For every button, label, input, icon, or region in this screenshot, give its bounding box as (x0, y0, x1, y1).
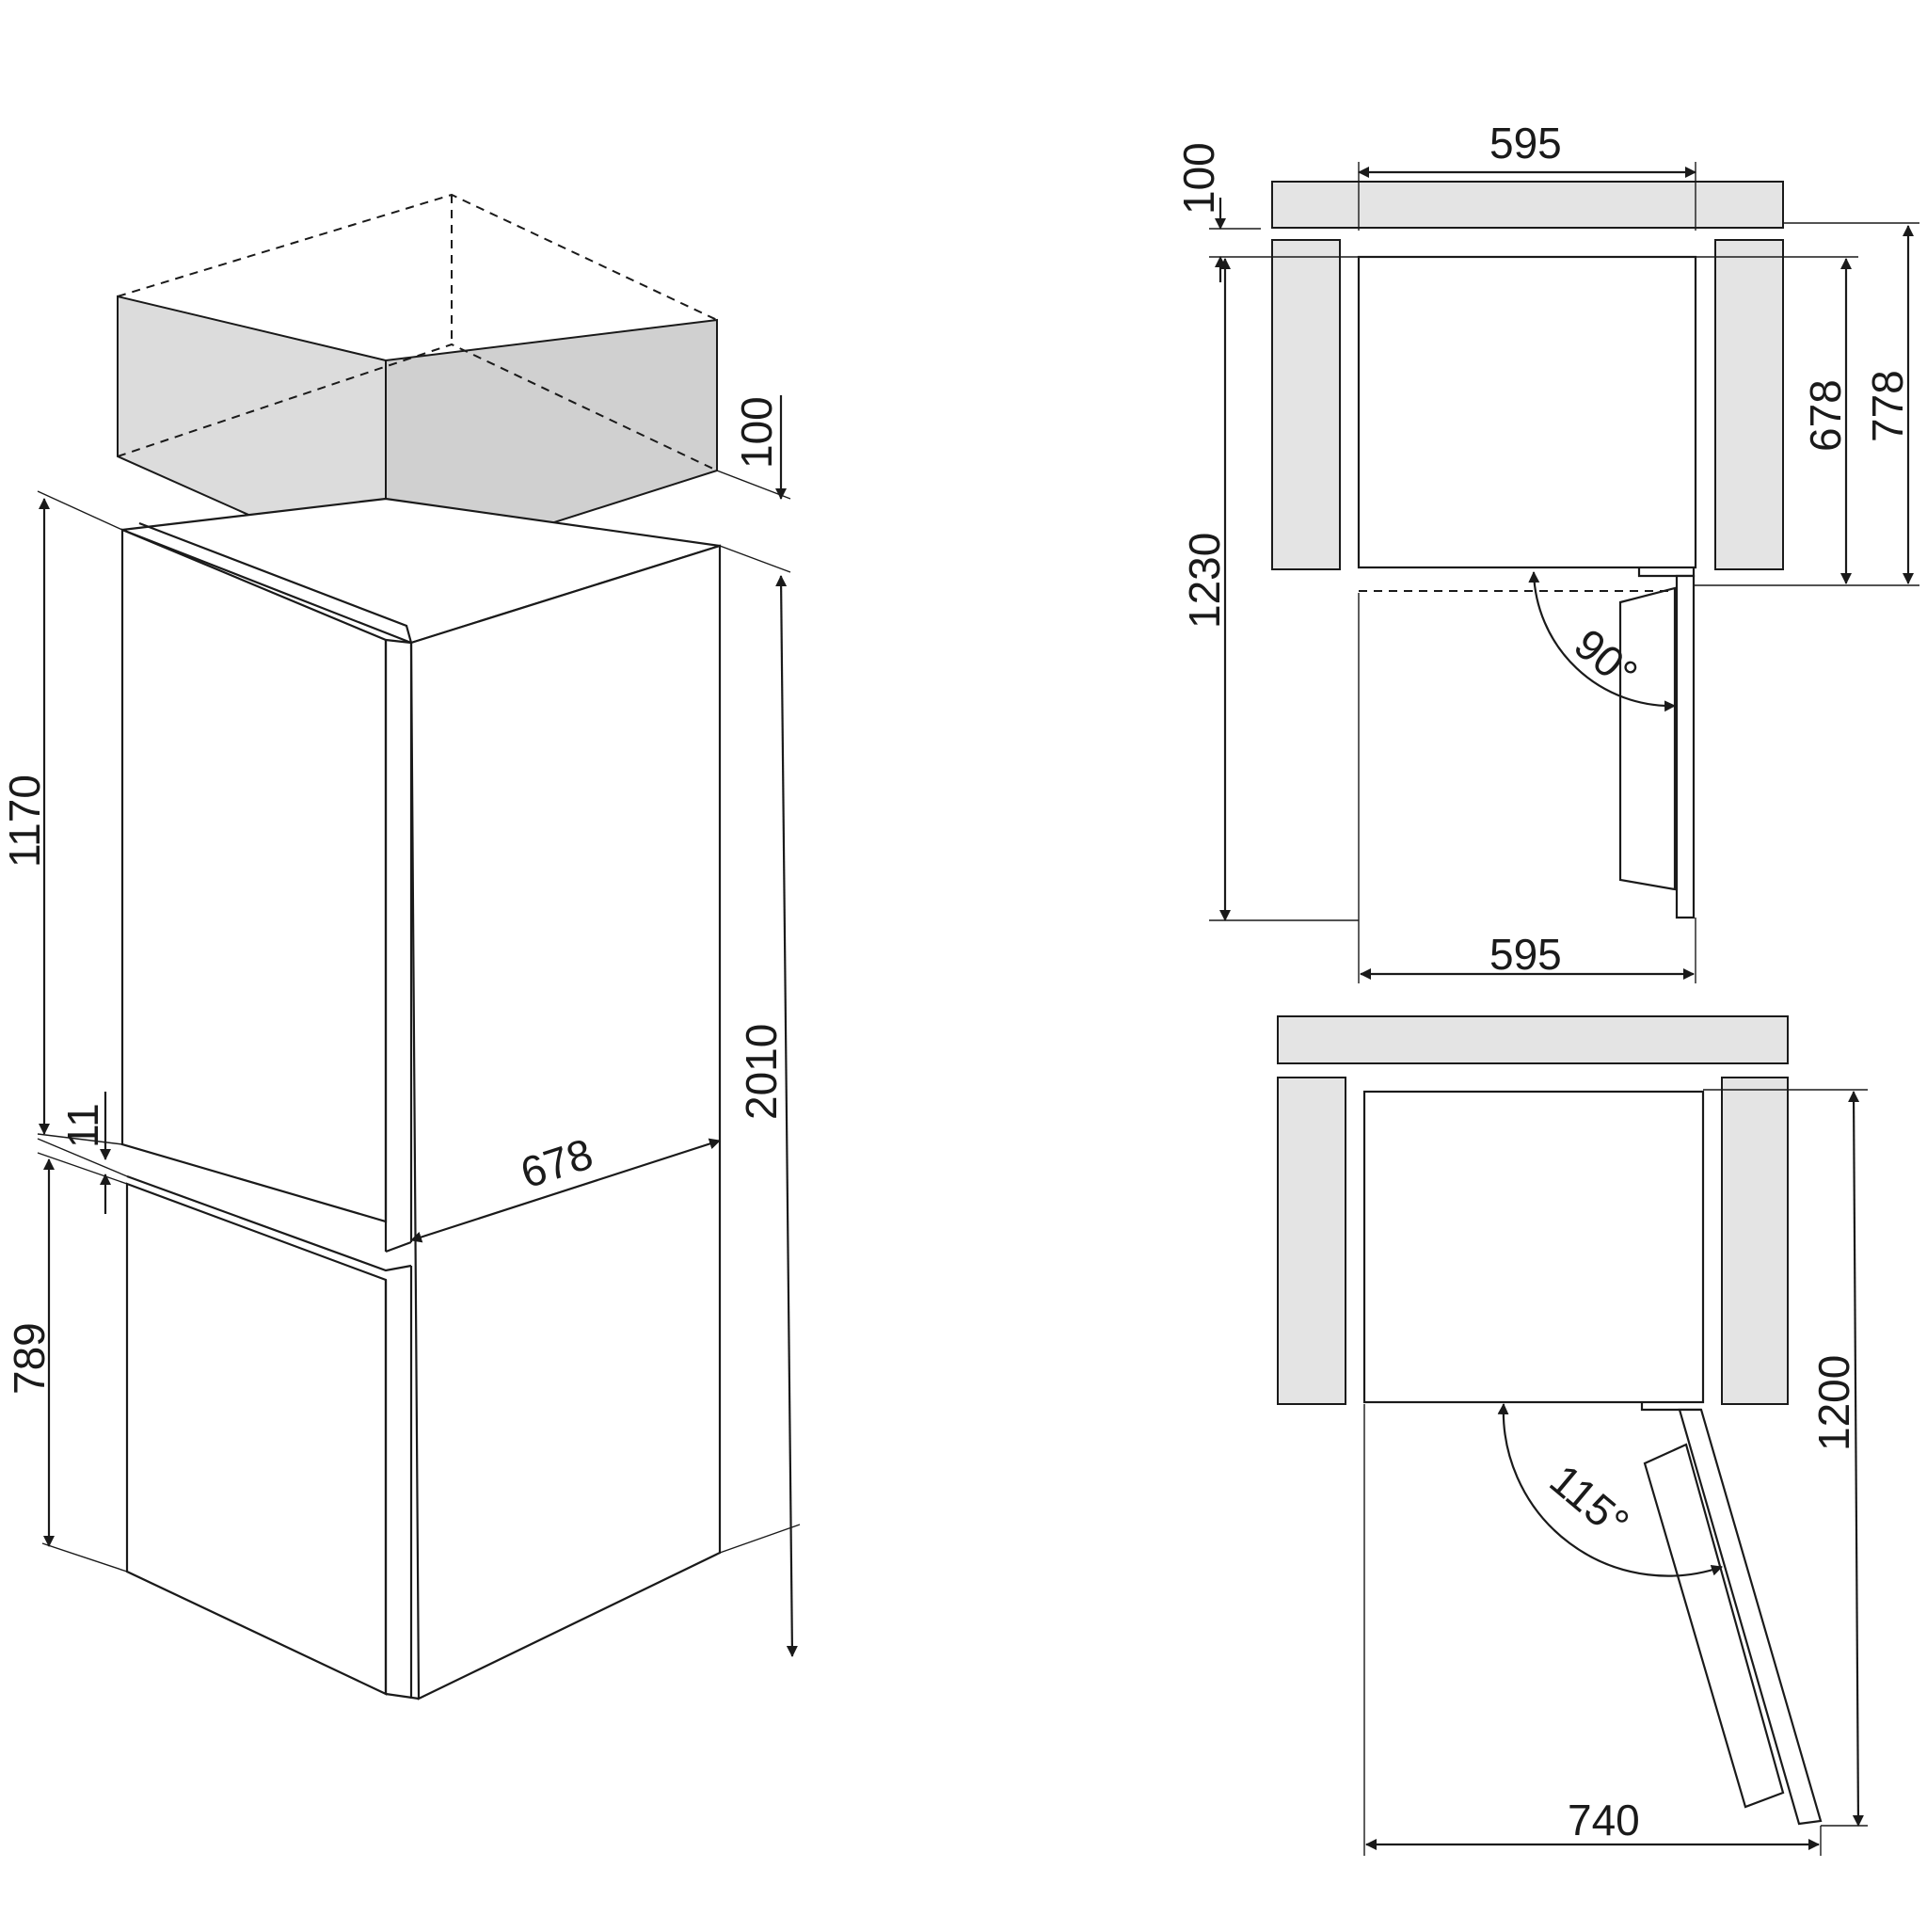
label-total-height: 2010 (737, 1024, 786, 1120)
right-cabinet (1714, 239, 1784, 570)
label-depth-open-2: 1200 (1809, 1355, 1858, 1451)
label-depth-open: 1230 (1180, 533, 1229, 629)
label-depth-total: 778 (1863, 370, 1912, 442)
left-cabinet-2 (1277, 1077, 1346, 1405)
label-top-clearance: 100 (732, 396, 781, 469)
left-cabinet (1271, 239, 1341, 570)
dim-top-clearance: 100 (716, 395, 791, 573)
label-fridge-height: 1170 (0, 774, 49, 868)
label-wall-clearance: 100 (1174, 142, 1223, 215)
rear-wall-2 (1277, 1015, 1789, 1064)
appliance-body (120, 497, 722, 1700)
dim-depth-total: 778 (1783, 222, 1919, 584)
label-angle-115: 115° (1541, 1455, 1639, 1548)
dim-width-top: 595 (1358, 119, 1696, 231)
rear-wall (1271, 181, 1784, 229)
dim-wall-clearance: 100 (1174, 142, 1359, 282)
appliance-plan-2 (1362, 1090, 1705, 1404)
perspective-view: 100 2010 678 1170 11 (0, 193, 801, 1700)
label-freezer-height: 789 (5, 1322, 54, 1395)
dim-gap: 11 (37, 1092, 128, 1214)
dim-depth-open-2: 1200 (1703, 1089, 1868, 1827)
label-width-top: 595 (1489, 119, 1562, 168)
dim-depth-body: 678 (1694, 256, 1919, 586)
plan-view-90: 90° 595 100 1230 678 (1174, 119, 1919, 983)
dim-freezer-height: 789 (5, 1158, 128, 1573)
label-gap: 11 (58, 1103, 107, 1148)
plan-view-115: 115° 1200 740 (1277, 1015, 1868, 1856)
open-door-90 (1675, 574, 1696, 919)
dim-depth-open: 1230 (1180, 258, 1359, 921)
dim-width-bottom: 595 (1358, 593, 1696, 983)
label-width-open: 740 (1568, 1796, 1640, 1844)
label-depth-body: 678 (1801, 379, 1850, 452)
dim-width-open: 740 (1363, 1404, 1822, 1856)
dim-total-height: 2010 (719, 575, 801, 1657)
label-angle-90: 90° (1566, 619, 1648, 699)
right-cabinet-2 (1721, 1077, 1789, 1405)
dim-fridge-height: 1170 (0, 490, 123, 1145)
appliance-plan (1357, 255, 1697, 569)
label-width-bottom: 595 (1489, 930, 1562, 979)
open-door-115 (1678, 1408, 1823, 1826)
